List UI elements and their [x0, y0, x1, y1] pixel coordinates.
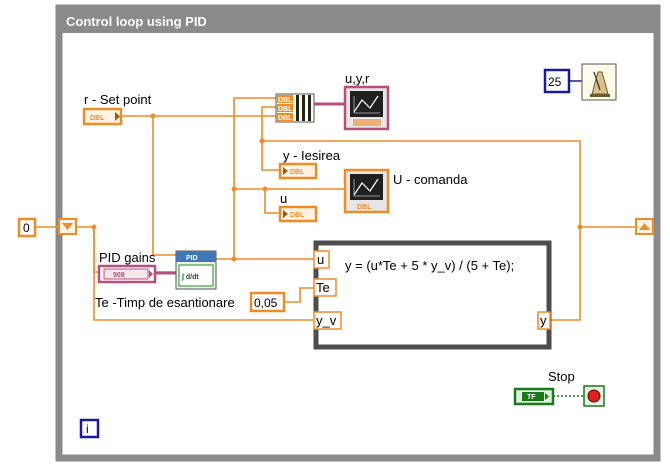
pid-gains-type: 908 — [113, 272, 125, 279]
bundle-node: DBL DBL DBL — [275, 93, 315, 123]
loop-title: Control loop using PID — [66, 14, 207, 29]
loop-condition-terminal[interactable] — [583, 385, 605, 407]
timing-constant[interactable]: 25 — [548, 75, 562, 89]
u-type: DBL — [290, 212, 305, 219]
bundle-input-1: DBL — [278, 97, 293, 104]
chart-icon — [353, 178, 380, 197]
pid-gains-label: PID gains — [99, 250, 156, 265]
graph2-type: DBL — [357, 204, 372, 211]
iteration-label: i — [86, 422, 89, 436]
y-indicator: y - Iesirea DBL — [278, 148, 341, 180]
pid-gains-control[interactable]: PID gains 908 — [97, 250, 157, 284]
setpoint-label: r - Set point — [84, 92, 152, 107]
setpoint-control[interactable]: r - Set point DBL — [82, 92, 152, 126]
shift-register-left — [58, 218, 77, 235]
initial-value-constant[interactable]: 0 — [17, 217, 37, 238]
chart-icon — [353, 95, 380, 114]
pid-vi[interactable]: PID ∫ d/dt — [175, 250, 217, 290]
while-loop: Control loop using PID — [55, 4, 661, 462]
u-indicator: u DBL — [278, 191, 318, 223]
graph-u-comanda[interactable]: DBL U - comanda — [343, 168, 468, 214]
pid-symbol: ∫ d/dt — [181, 274, 199, 281]
stop-type: TF — [527, 394, 536, 401]
formula-output-y: y — [540, 313, 547, 328]
te-label: Te -Timp de esantionare — [95, 295, 235, 310]
formula-input-yv: y_v — [316, 313, 337, 328]
setpoint-type: DBL — [90, 115, 105, 122]
graph2-label: U - comanda — [393, 172, 468, 187]
formula-input-u: u — [317, 252, 324, 267]
stop-label: Stop — [548, 369, 575, 384]
y-type: DBL — [290, 169, 305, 176]
formula-expression: y = (u*Te + 5 * y_v) / (5 + Te); — [345, 258, 514, 273]
u-label: u — [280, 191, 287, 206]
initial-value[interactable]: 0 — [23, 221, 30, 235]
stop-control[interactable]: Stop TF — [513, 369, 575, 406]
bundle-input-2: DBL — [278, 106, 293, 113]
te-control[interactable]: Te -Timp de esantionare 0,05 — [95, 291, 286, 313]
formula-input-te: Te — [316, 280, 330, 295]
graph1-label: u,y,r — [345, 71, 370, 86]
iteration-terminal: i — [79, 418, 100, 439]
bundle-input-3: DBL — [278, 115, 293, 122]
pid-header: PID — [186, 255, 198, 262]
y-label: y - Iesirea — [283, 148, 341, 163]
wait-timer[interactable]: 25 — [543, 63, 617, 101]
formula-node[interactable]: y = (u*Te + 5 * y_v) / (5 + Te); u Te y_… — [313, 240, 552, 350]
te-value[interactable]: 0,05 — [254, 296, 278, 310]
metronome-icon — [590, 71, 610, 97]
wire-junctions — [91, 113, 583, 262]
graph-uyr[interactable]: u,y,r — [343, 71, 390, 131]
shift-register-right — [635, 218, 654, 235]
